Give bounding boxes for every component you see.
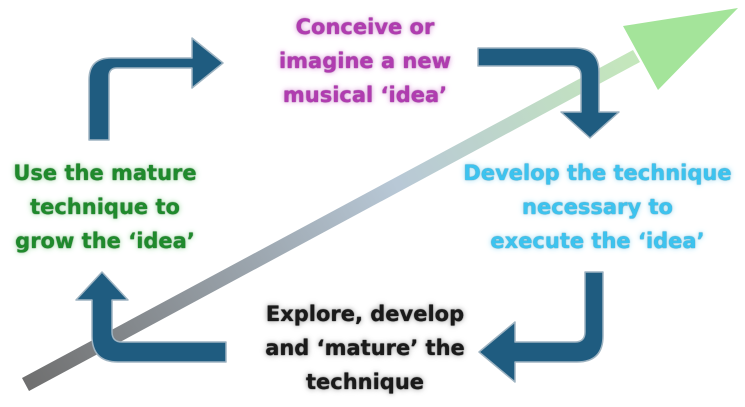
step-develop-line-1: Develop the technique	[463, 161, 732, 185]
curved-arrow-up-right	[88, 37, 224, 141]
step-mature-line-1: Explore, develop	[265, 302, 465, 326]
step-mature-line-3: technique	[305, 370, 425, 394]
step-develop-line-3: execute the ‘idea’	[490, 229, 705, 253]
curved-arrow-left-up	[75, 271, 227, 363]
step-grow-line-1: Use the mature	[13, 161, 197, 185]
step-develop-technique: Develop the technique necessary to execu…	[455, 156, 740, 258]
step-grow-line-2: technique to	[30, 195, 180, 219]
step-conceive-idea: Conceive or imagine a new musical ‘idea’	[245, 10, 485, 112]
curved-arrow-down-left	[478, 271, 604, 383]
step-conceive-line-2: imagine a new	[278, 49, 452, 73]
step-grow-line-3: grow the ‘idea’	[15, 229, 195, 253]
growth-arrow-shaft	[22, 50, 640, 391]
growth-arrow	[22, 8, 738, 391]
curved-arrow-right-down	[477, 47, 620, 139]
step-grow-idea: Use the mature technique to grow the ‘id…	[0, 156, 210, 258]
growth-arrow-head	[623, 8, 738, 90]
step-conceive-line-1: Conceive or	[295, 15, 435, 39]
step-conceive-line-3: musical ‘idea’	[282, 83, 448, 107]
step-develop-line-2: necessary to	[522, 195, 673, 219]
step-mature-line-2: and ‘mature’ the	[265, 336, 465, 360]
step-mature-technique: Explore, develop and ‘mature’ the techni…	[235, 297, 495, 399]
